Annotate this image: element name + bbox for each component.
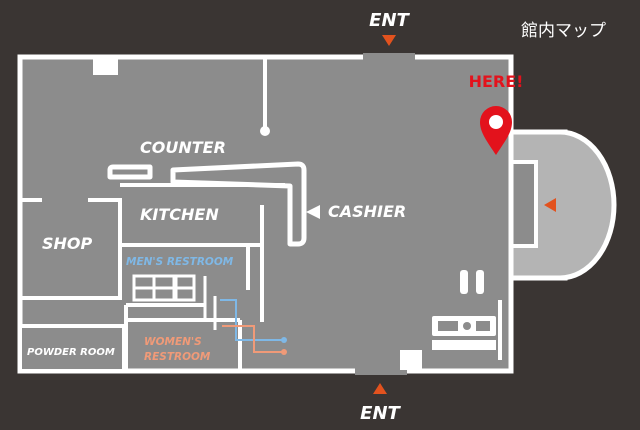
machine bbox=[432, 340, 496, 350]
womens-path bbox=[222, 325, 284, 353]
bottom-entrance-label: ENT bbox=[360, 403, 401, 424]
bottom-entrance-gap bbox=[355, 366, 407, 375]
main-floor bbox=[17, 53, 514, 375]
top-entrance-gap bbox=[363, 53, 415, 62]
womens-restroom-label-line2: RESTROOM bbox=[144, 351, 211, 363]
womens-restroom-label-line1: WOMEN'S bbox=[144, 336, 202, 348]
counter-label: COUNTER bbox=[140, 138, 226, 157]
top-entrance-label: ENT bbox=[369, 10, 410, 31]
map-title: 館内マップ bbox=[521, 21, 606, 41]
cashier-label: CASHIER bbox=[328, 202, 406, 221]
kitchen-label: KITCHEN bbox=[140, 205, 219, 224]
bottom-entrance-arrow-icon bbox=[373, 383, 387, 394]
mens-restroom-label: MEN'S RESTROOM bbox=[126, 256, 234, 268]
location-pin-icon bbox=[480, 106, 512, 155]
shop-label: SHOP bbox=[42, 234, 93, 253]
annex-arrow-icon bbox=[544, 198, 556, 212]
cashier-arrow-icon bbox=[306, 205, 320, 219]
pillar bbox=[93, 57, 118, 75]
powder-room-area bbox=[18, 324, 126, 373]
top-entrance-arrow-icon bbox=[382, 35, 396, 46]
mens-path bbox=[220, 299, 284, 341]
powder-room-label: POWDER ROOM bbox=[27, 347, 115, 358]
locker bbox=[476, 270, 484, 294]
here-label: HERE! bbox=[469, 72, 524, 91]
pillar bbox=[400, 350, 422, 370]
locker bbox=[460, 270, 468, 294]
